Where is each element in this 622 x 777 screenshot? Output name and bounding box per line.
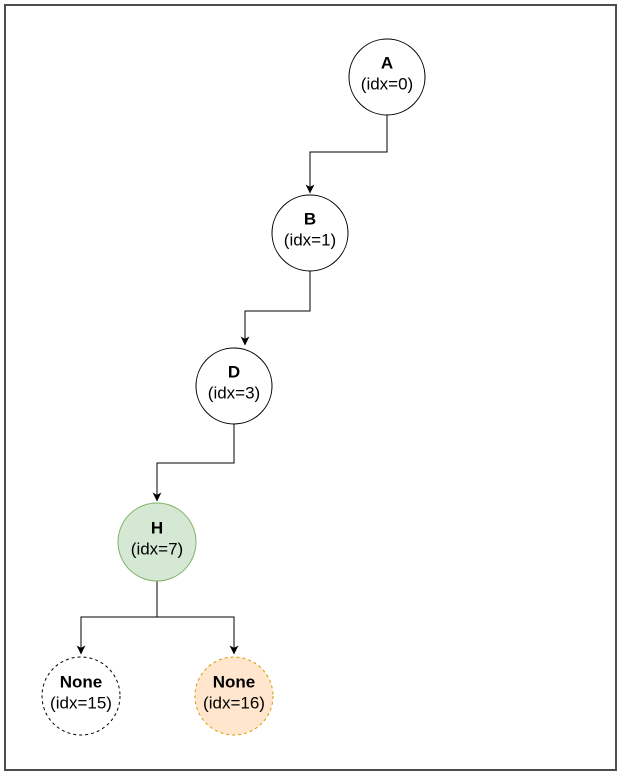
node-None-16-circle — [194, 656, 274, 736]
node-D-sublabel: (idx=3) — [208, 384, 260, 403]
node-B-sublabel: (idx=1) — [284, 231, 336, 250]
node-H-circle — [117, 502, 197, 582]
node-None-16: None (idx=16) — [194, 656, 274, 736]
node-None-15-sublabel: (idx=15) — [50, 694, 112, 713]
node-B: B (idx=1) — [271, 194, 349, 272]
node-H: H (idx=7) — [117, 502, 197, 582]
node-B-label: B — [304, 210, 316, 229]
edge-H-None-15 — [76, 581, 158, 655]
node-None-15-label: None — [60, 673, 103, 692]
node-A-label: A — [381, 54, 393, 73]
node-A-circle — [348, 38, 426, 116]
node-D-label: D — [228, 363, 240, 382]
node-None-15-circle — [41, 656, 121, 736]
edge-A-B — [305, 115, 388, 194]
node-H-label: H — [151, 519, 163, 538]
node-None-16-sublabel: (idx=16) — [203, 694, 265, 713]
edge-B-D — [240, 271, 311, 346]
node-A: A (idx=0) — [348, 38, 426, 116]
node-A-sublabel: (idx=0) — [361, 75, 413, 94]
page-border — [4, 4, 617, 771]
node-D: D (idx=3) — [195, 347, 273, 425]
edges — [76, 115, 388, 655]
edge-D-H — [152, 424, 235, 502]
node-H-sublabel: (idx=7) — [131, 540, 183, 559]
node-None-16-label: None — [213, 673, 256, 692]
node-None-15: None (idx=15) — [41, 656, 121, 736]
node-B-circle — [271, 194, 349, 272]
node-D-circle — [195, 347, 273, 425]
edge-H-None-16 — [156, 581, 239, 655]
